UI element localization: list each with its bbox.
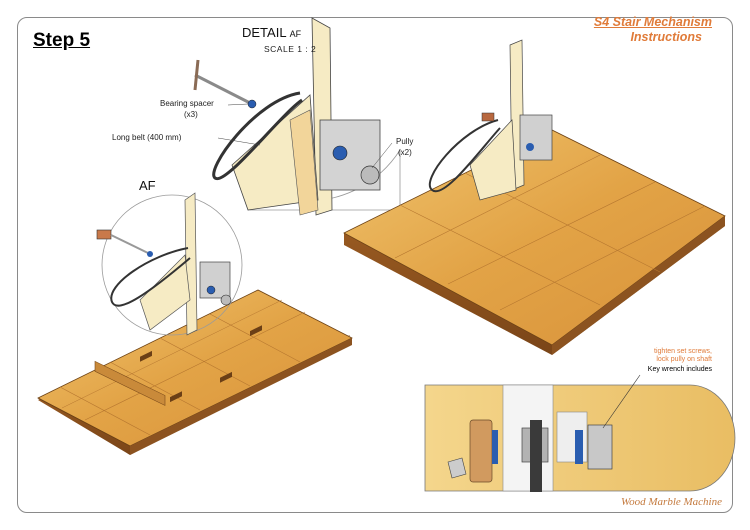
detail-title-suffix: AF — [289, 29, 302, 39]
left-base-board — [37, 289, 353, 455]
footer-brand: Wood Marble Machine — [620, 496, 722, 508]
callout-af: AF — [139, 178, 156, 193]
label-long-belt: Long belt (400 mm) — [112, 133, 182, 142]
page-frame — [17, 17, 733, 513]
inset-note-line1: tighten set screws, — [654, 348, 712, 355]
inset-detail — [424, 374, 736, 492]
label-pully-qty: (x2) — [398, 148, 412, 157]
inset-note-line2: lock pully on shaft — [656, 356, 712, 363]
label-bearing-spacer: Bearing spacer — [160, 99, 214, 108]
label-pully: Pully — [396, 137, 414, 146]
step-heading: Step 5 — [33, 30, 91, 51]
detail-scale: SCALE 1 : 2 — [264, 44, 317, 54]
right-base-board — [343, 39, 726, 355]
detail-view-drawing — [193, 17, 401, 216]
instruction-subtitle: Instructions — [630, 30, 702, 44]
instruction-title: S4 Stair Mechanism — [593, 15, 712, 29]
label-bearing-spacer-qty: (x3) — [184, 110, 198, 119]
inset-note-black: Key wrench includes — [647, 366, 712, 373]
inset-note-orange: tighten set screws, lock pully on shaft — [654, 348, 712, 364]
detail-title-text: DETAIL — [242, 25, 287, 40]
left-mechanism — [96, 192, 243, 336]
